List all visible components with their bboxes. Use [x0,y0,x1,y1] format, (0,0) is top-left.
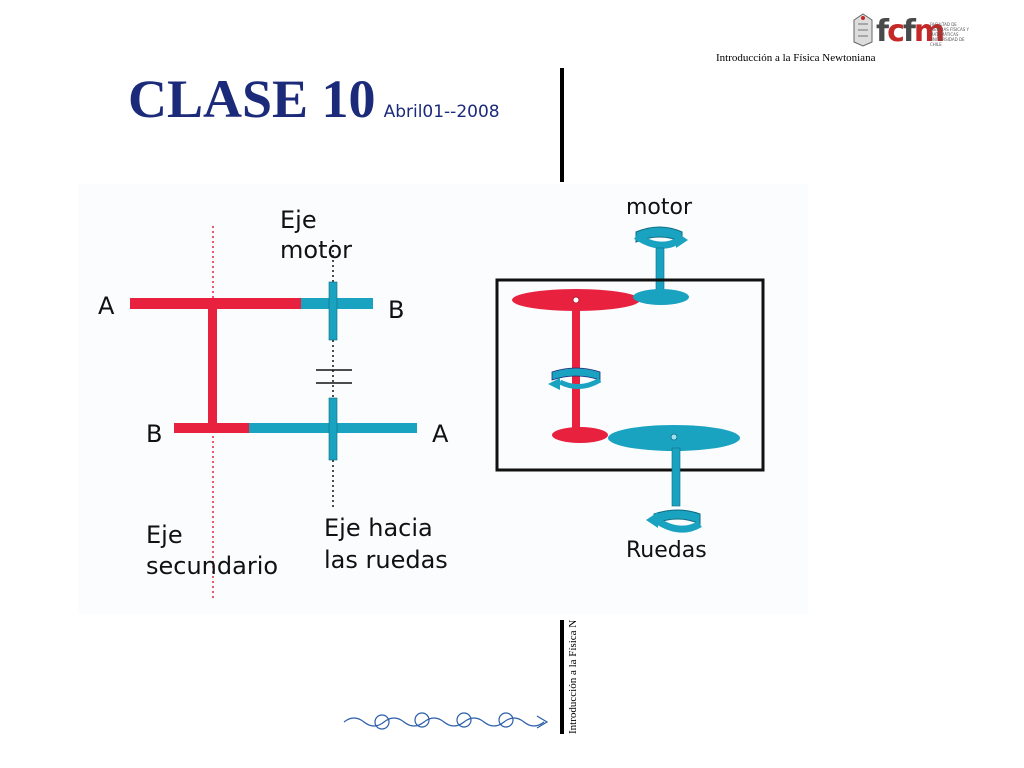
label-b-bottom: B [146,420,162,448]
title-text: CLASE 10 [128,69,376,129]
secondary-rotation-arrow-icon [548,367,602,390]
right-gear-diagram: motor [495,195,765,563]
label-eje-secundario-2: secundario [146,552,278,580]
motor-rotation-arrow-icon [634,226,688,249]
label-eje-secundario-1: Eje [146,521,183,549]
bottom-cyan-disk-hub [670,433,678,441]
label-ruedas: Ruedas [626,538,707,563]
footer-face-icon-3 [456,712,472,728]
label-eje-motor-1: Eje [280,206,317,234]
label-a-top: A [98,292,115,320]
header-course-name: Introducción a la Física Newtoniana [716,52,876,64]
vertical-rule-bottom [560,620,564,734]
footer-face-icon-2 [414,712,430,728]
gearbox-housing [495,278,765,472]
bottom-red-disk [552,427,608,443]
label-a-bottom: A [432,420,449,448]
logo-small-text: FACULTAD DE CIENCIAS FÍSICAS Y MATEMÁTIC… [930,22,969,47]
footer-arrow-icon [536,715,549,729]
label-b-top: B [388,296,404,324]
gearbox-figure-background [78,184,808,614]
right-motor-shaft [655,247,665,293]
secondary-shaft-connector [208,309,217,423]
university-seal-icon [853,13,873,47]
label-eje-ruedas-1: Eje hacia [324,514,433,542]
footer-decoration-wave [343,712,549,730]
bottom-gear-red [174,423,250,433]
wheel-output-shaft [671,447,681,507]
title-date: Abril01--2008 [383,102,500,122]
label-motor: motor [626,195,693,220]
top-gear-red [130,298,302,309]
footer-face-icon-4 [498,712,514,728]
vertical-rule-top [560,68,564,182]
footer-face-icon-1 [374,714,390,730]
motor-shaft-lower [328,397,338,461]
fcfm-logo: fcfm FACULTAD DE CIENCIAS FÍSICAS Y MATE… [852,12,972,52]
label-eje-ruedas-2: las ruedas [324,546,448,574]
label-eje-motor-2: motor [280,236,352,264]
logo-wordmark: fcfm [876,14,945,49]
wheels-rotation-arrow-icon [646,509,702,533]
left-gear-diagram: Eje motor A B B A Eje secundario Eje hac… [98,206,449,600]
slide-title: CLASE 10 Abril01--2008 [128,72,500,126]
top-red-disk-hub [572,296,580,304]
top-cyan-disk [633,289,689,305]
motor-shaft-upper [328,281,338,341]
